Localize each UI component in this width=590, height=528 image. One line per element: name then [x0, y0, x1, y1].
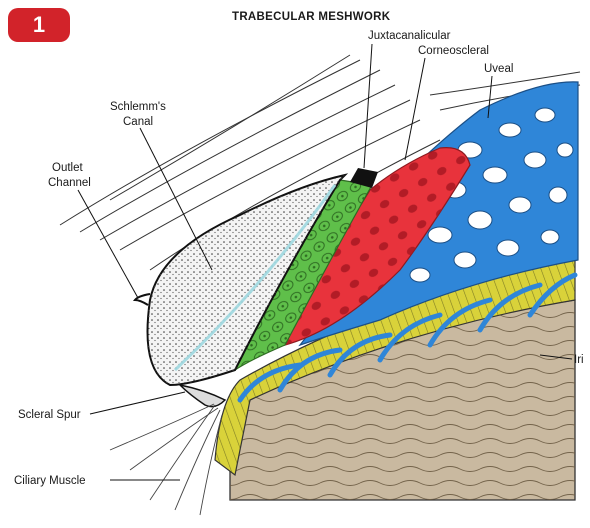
label-schlemms-canal-line1: Schlemm's — [110, 101, 166, 113]
label-juxtacanalicular: Juxtacanalicular — [368, 30, 451, 42]
ciliary-fibres — [110, 404, 222, 515]
label-outlet-channel-line1: Outlet — [52, 162, 83, 174]
figure-number-badge: 1 — [8, 8, 70, 42]
label-outlet-channel-line2: Channel — [48, 177, 91, 189]
figure-title: TRABECULAR MESHWORK — [232, 11, 391, 23]
label-schlemms-canal-line2: Canal — [123, 116, 153, 128]
label-ciliary-muscle: Ciliary Muscle — [14, 475, 86, 487]
label-uveal: Uveal — [484, 63, 513, 75]
label-iris: Iri — [574, 354, 584, 366]
scleral-spur — [180, 385, 225, 407]
label-corneoscleral: Corneoscleral — [418, 45, 489, 57]
label-scleral-spur: Scleral Spur — [18, 409, 81, 421]
